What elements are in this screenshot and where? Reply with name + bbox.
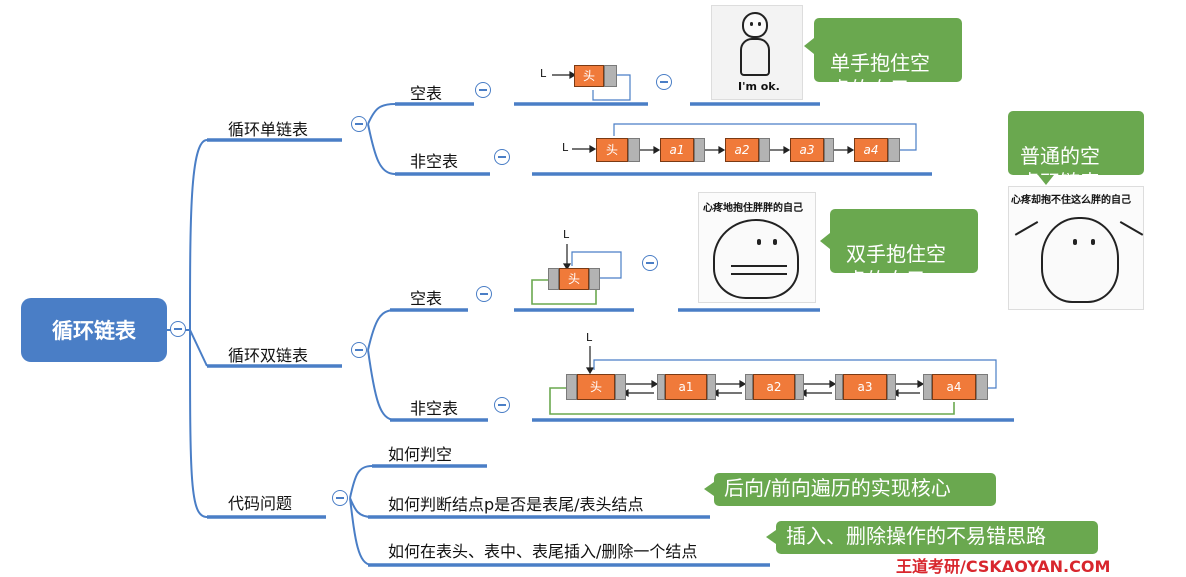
callout-text: 单手抱住空 虚的自己 [830, 51, 930, 101]
callout-text: 双手抱住空 虚的自己 [846, 242, 946, 292]
callout-pointer [704, 482, 714, 496]
sketch-eye [773, 239, 777, 245]
node-a3: a3 [790, 138, 824, 162]
pointer-field [887, 374, 896, 400]
pointer-l-label: L [540, 67, 547, 80]
fat-hug-image-2: 心疼却抱不住这么胖的自己 [1008, 186, 1144, 310]
leaf-code-q1[interactable]: 如何判空 [388, 445, 453, 464]
sketch-arm [1116, 221, 1144, 241]
node-a2: a2 [753, 374, 795, 400]
pointer-field [694, 138, 705, 162]
root-node[interactable]: 循环链表 [21, 298, 167, 362]
collapse-leaf4-icon[interactable] [494, 397, 510, 413]
brand-watermark: 王道考研/CSKAOYAN.COM [896, 557, 1111, 576]
node-a2: a2 [725, 138, 759, 162]
pointer-field [888, 138, 900, 162]
collapse-leaf3b-icon[interactable] [642, 255, 658, 271]
collapse-single-icon[interactable] [351, 116, 367, 132]
head-node: 头 [559, 268, 589, 290]
collapse-leaf2-icon[interactable] [494, 149, 510, 165]
callout-pointer [766, 530, 776, 544]
callout-insert-delete: 插入、删除操作的不易错思路 [766, 521, 1098, 554]
head-node: 头 [574, 65, 604, 87]
leaf-double-nonempty[interactable]: 非空表 [410, 399, 459, 418]
pointer-l-label: L [586, 331, 593, 344]
pointer-field [759, 138, 770, 162]
image-caption: 心疼地抱住胖胖的自己 [703, 203, 803, 214]
pointer-field [707, 374, 716, 400]
pointer-field [745, 374, 753, 400]
collapse-leaf1-icon[interactable] [475, 82, 491, 98]
node-a1: a1 [660, 138, 694, 162]
next-pointer-field [589, 268, 600, 290]
callout-pointer [1038, 175, 1054, 185]
sketch-face [742, 12, 768, 38]
callout-pointer [804, 38, 814, 54]
prior-pointer-field [548, 268, 559, 290]
sketch-body [740, 38, 770, 76]
branch-double[interactable]: 循环双链表 [228, 346, 309, 365]
sketch-eye [750, 22, 753, 26]
callout-pointer [820, 233, 830, 249]
pointer-field [615, 374, 626, 400]
sketch-eye [758, 22, 761, 26]
node-a4: a4 [932, 374, 976, 400]
sketch-body [713, 219, 799, 299]
image-caption: 心疼却抱不住这么胖的自己 [1011, 195, 1131, 206]
pointer-field [795, 374, 804, 400]
pointer-field [628, 138, 640, 162]
callout-traverse: 后向/前向遍历的实现核心 [704, 473, 996, 506]
node-a3: a3 [843, 374, 887, 400]
callout-double-nonempty: 普通的空 虚双链表 [1008, 111, 1144, 194]
collapse-leaf3-icon[interactable] [476, 286, 492, 302]
leaf-double-empty[interactable]: 空表 [410, 289, 443, 308]
callout-text: 插入、删除操作的不易错思路 [786, 524, 1046, 548]
sketch-arm [731, 265, 787, 275]
sketch-eye [757, 239, 761, 245]
callout-text: 后向/前向遍历的实现核心 [724, 476, 951, 500]
leaf-single-empty[interactable]: 空表 [410, 84, 443, 103]
leaf-single-nonempty[interactable]: 非空表 [410, 152, 459, 171]
collapse-code-icon[interactable] [332, 490, 348, 506]
im-ok-image: I'm ok. [711, 5, 803, 100]
pointer-field [657, 374, 665, 400]
collapse-leaf1b-icon[interactable] [656, 74, 672, 90]
node-a1: a1 [665, 374, 707, 400]
head-node: 头 [596, 138, 628, 162]
pointer-field [923, 374, 932, 400]
sketch-eye [1091, 239, 1095, 245]
leaf-code-q3[interactable]: 如何在表头、表中、表尾插入/删除一个结点 [388, 542, 698, 561]
pointer-field [824, 138, 834, 162]
collapse-double-icon[interactable] [351, 342, 367, 358]
callout-single-empty: 单手抱住空 虚的自己 [804, 18, 962, 101]
node-a4: a4 [854, 138, 888, 162]
sketch-arm [1014, 221, 1042, 241]
pointer-field [835, 374, 843, 400]
branch-code[interactable]: 代码问题 [228, 494, 293, 513]
pointer-l-label: L [563, 228, 570, 241]
leaf-code-q2[interactable]: 如何判断结点p是否是表尾/表头结点 [388, 495, 644, 514]
sketch-body [1041, 217, 1119, 303]
callout-double-empty: 双手抱住空 虚的自己 [820, 209, 978, 292]
sketch-eye [1073, 239, 1077, 245]
pointer-field [566, 374, 577, 400]
collapse-root-icon[interactable] [170, 321, 186, 337]
im-ok-caption: I'm ok. [738, 80, 780, 93]
head-pointer-field [604, 65, 617, 87]
pointer-l-label: L [562, 141, 569, 154]
fat-hug-image-1: 心疼地抱住胖胖的自己 [698, 192, 816, 303]
head-node: 头 [577, 374, 615, 400]
pointer-field [976, 374, 988, 400]
branch-single[interactable]: 循环单链表 [228, 120, 309, 139]
